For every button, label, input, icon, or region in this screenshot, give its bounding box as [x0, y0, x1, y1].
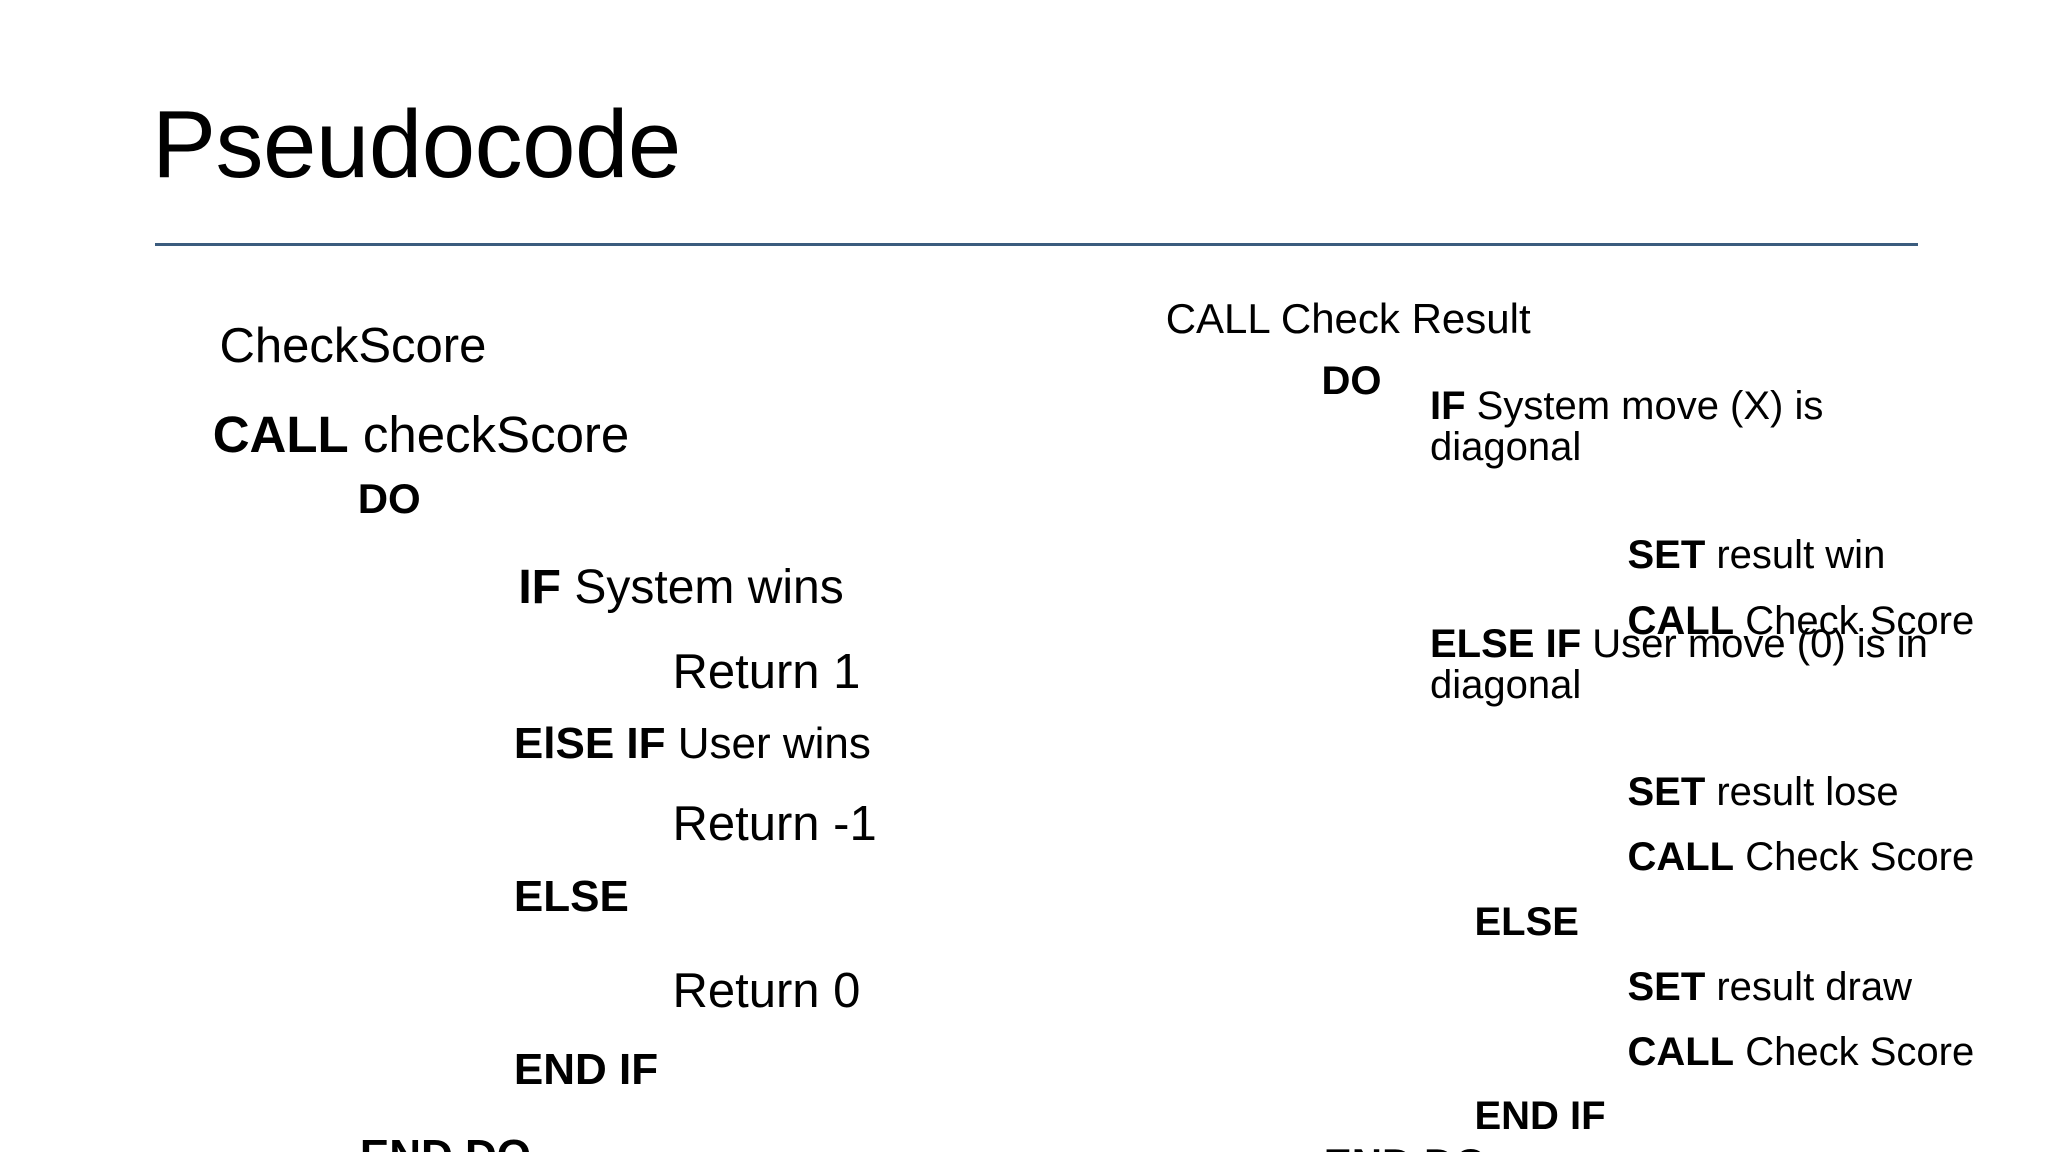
pcode-line-else: ELSE: [465, 830, 629, 965]
pcode-line-call-check-score-3: CALL Check Score: [1583, 991, 1974, 1113]
pcode-line-return-minus1: Return -1: [618, 750, 877, 900]
pcode-keyword: DO: [357, 474, 421, 522]
pcode-text: result win: [1705, 532, 1886, 577]
pcode-line-set-result-win: SET result win: [1583, 494, 1885, 616]
pcode-keyword: ElSE IF: [513, 718, 666, 768]
title-divider: [155, 243, 1918, 246]
pcode-keyword: SET: [1627, 769, 1706, 814]
pcode-keyword: CALL: [1627, 1029, 1735, 1074]
pcode-keyword: SET: [1627, 532, 1706, 577]
pcode-line-do-right: DO: [1277, 320, 1381, 442]
pcode-line-elseif-user-wins: ElSE IF User wins: [465, 677, 871, 812]
pcode-keyword: ELSE IF: [1430, 622, 1582, 666]
pcode-text: result lose: [1705, 769, 1899, 814]
pcode-line-if-system-move: IF System move (X) is diagonal: [1430, 384, 1920, 470]
pcode-text: result draw: [1705, 964, 1912, 1009]
pcode-line-if-system-wins: IF System wins: [465, 515, 844, 662]
pcode-line-set-result-lose: SET result lose: [1583, 731, 1899, 853]
pcode-line-call-check-score-1: CALL Check Score: [1583, 560, 1974, 682]
pcode-line-end-do: END DO: [311, 1089, 531, 1152]
pcode-text: Return -1: [672, 796, 877, 851]
pcode-line-end-do-right: END DO: [1277, 1100, 1487, 1152]
pcode-keyword: IF: [518, 560, 561, 614]
pcode-line-return-0: Return 0: [618, 917, 860, 1067]
pcode-keyword: DO: [1321, 358, 1382, 403]
pcode-keyword: END IF: [1474, 1093, 1606, 1138]
pcode-keyword: CALL: [1627, 834, 1735, 879]
pcode-line-else-right: ELSE: [1430, 861, 1579, 983]
page-title: Pseudocode: [152, 91, 681, 198]
pcode-line-set-result-draw: SET result draw: [1583, 926, 1912, 1048]
pcode-text: checkScore: [348, 406, 630, 464]
pcode-text: CALL Check Result: [1165, 294, 1531, 342]
pcode-text: Check Score: [1734, 598, 1975, 643]
pcode-line-call-check-result: CALL Check Result: [1119, 255, 1531, 383]
pcode-line-call-checkscore: CALL checkScore: [156, 357, 630, 513]
pcode-keyword: SET: [1627, 964, 1706, 1009]
pcode-keyword: END DO: [360, 1131, 531, 1152]
pcode-text: System wins: [561, 560, 844, 614]
pcode-line-do: DO: [311, 435, 421, 563]
pcode-keyword: END DO: [1324, 1140, 1487, 1152]
pcode-line-call-check-score-2: CALL Check Score: [1583, 796, 1974, 918]
pcode-text: System move (X) is diagonal: [1430, 384, 1824, 470]
pcode-text: User wins: [665, 718, 871, 768]
pcode-text: User move (0) is in diagonal: [1430, 622, 1928, 708]
pcode-text: CheckScore: [219, 318, 487, 373]
pcode-text: Return 0: [672, 963, 861, 1018]
pcode-keyword: IF: [1430, 384, 1466, 428]
pcode-keyword: ELSE: [1474, 899, 1579, 944]
pcode-text: Return 1: [672, 644, 861, 699]
pcode-text: Check Score: [1734, 834, 1975, 879]
pcode-line-elseif-user-move: ELSE IF User move (0) is in diagonal: [1430, 622, 1940, 708]
pcode-keyword: CALL: [1627, 598, 1735, 643]
pcode-keyword: CALL: [212, 406, 349, 464]
pcode-text: Check Score: [1734, 1029, 1975, 1074]
pcode-keyword: ELSE: [513, 871, 629, 921]
pcode-keyword: END IF: [513, 1044, 659, 1094]
pcode-line-checkscore: CheckScore: [165, 272, 486, 422]
pcode-line-end-if: END IF: [465, 1003, 658, 1138]
pcode-line-end-if-right: END IF: [1430, 1055, 1606, 1152]
pcode-line-return-1: Return 1: [618, 598, 860, 748]
